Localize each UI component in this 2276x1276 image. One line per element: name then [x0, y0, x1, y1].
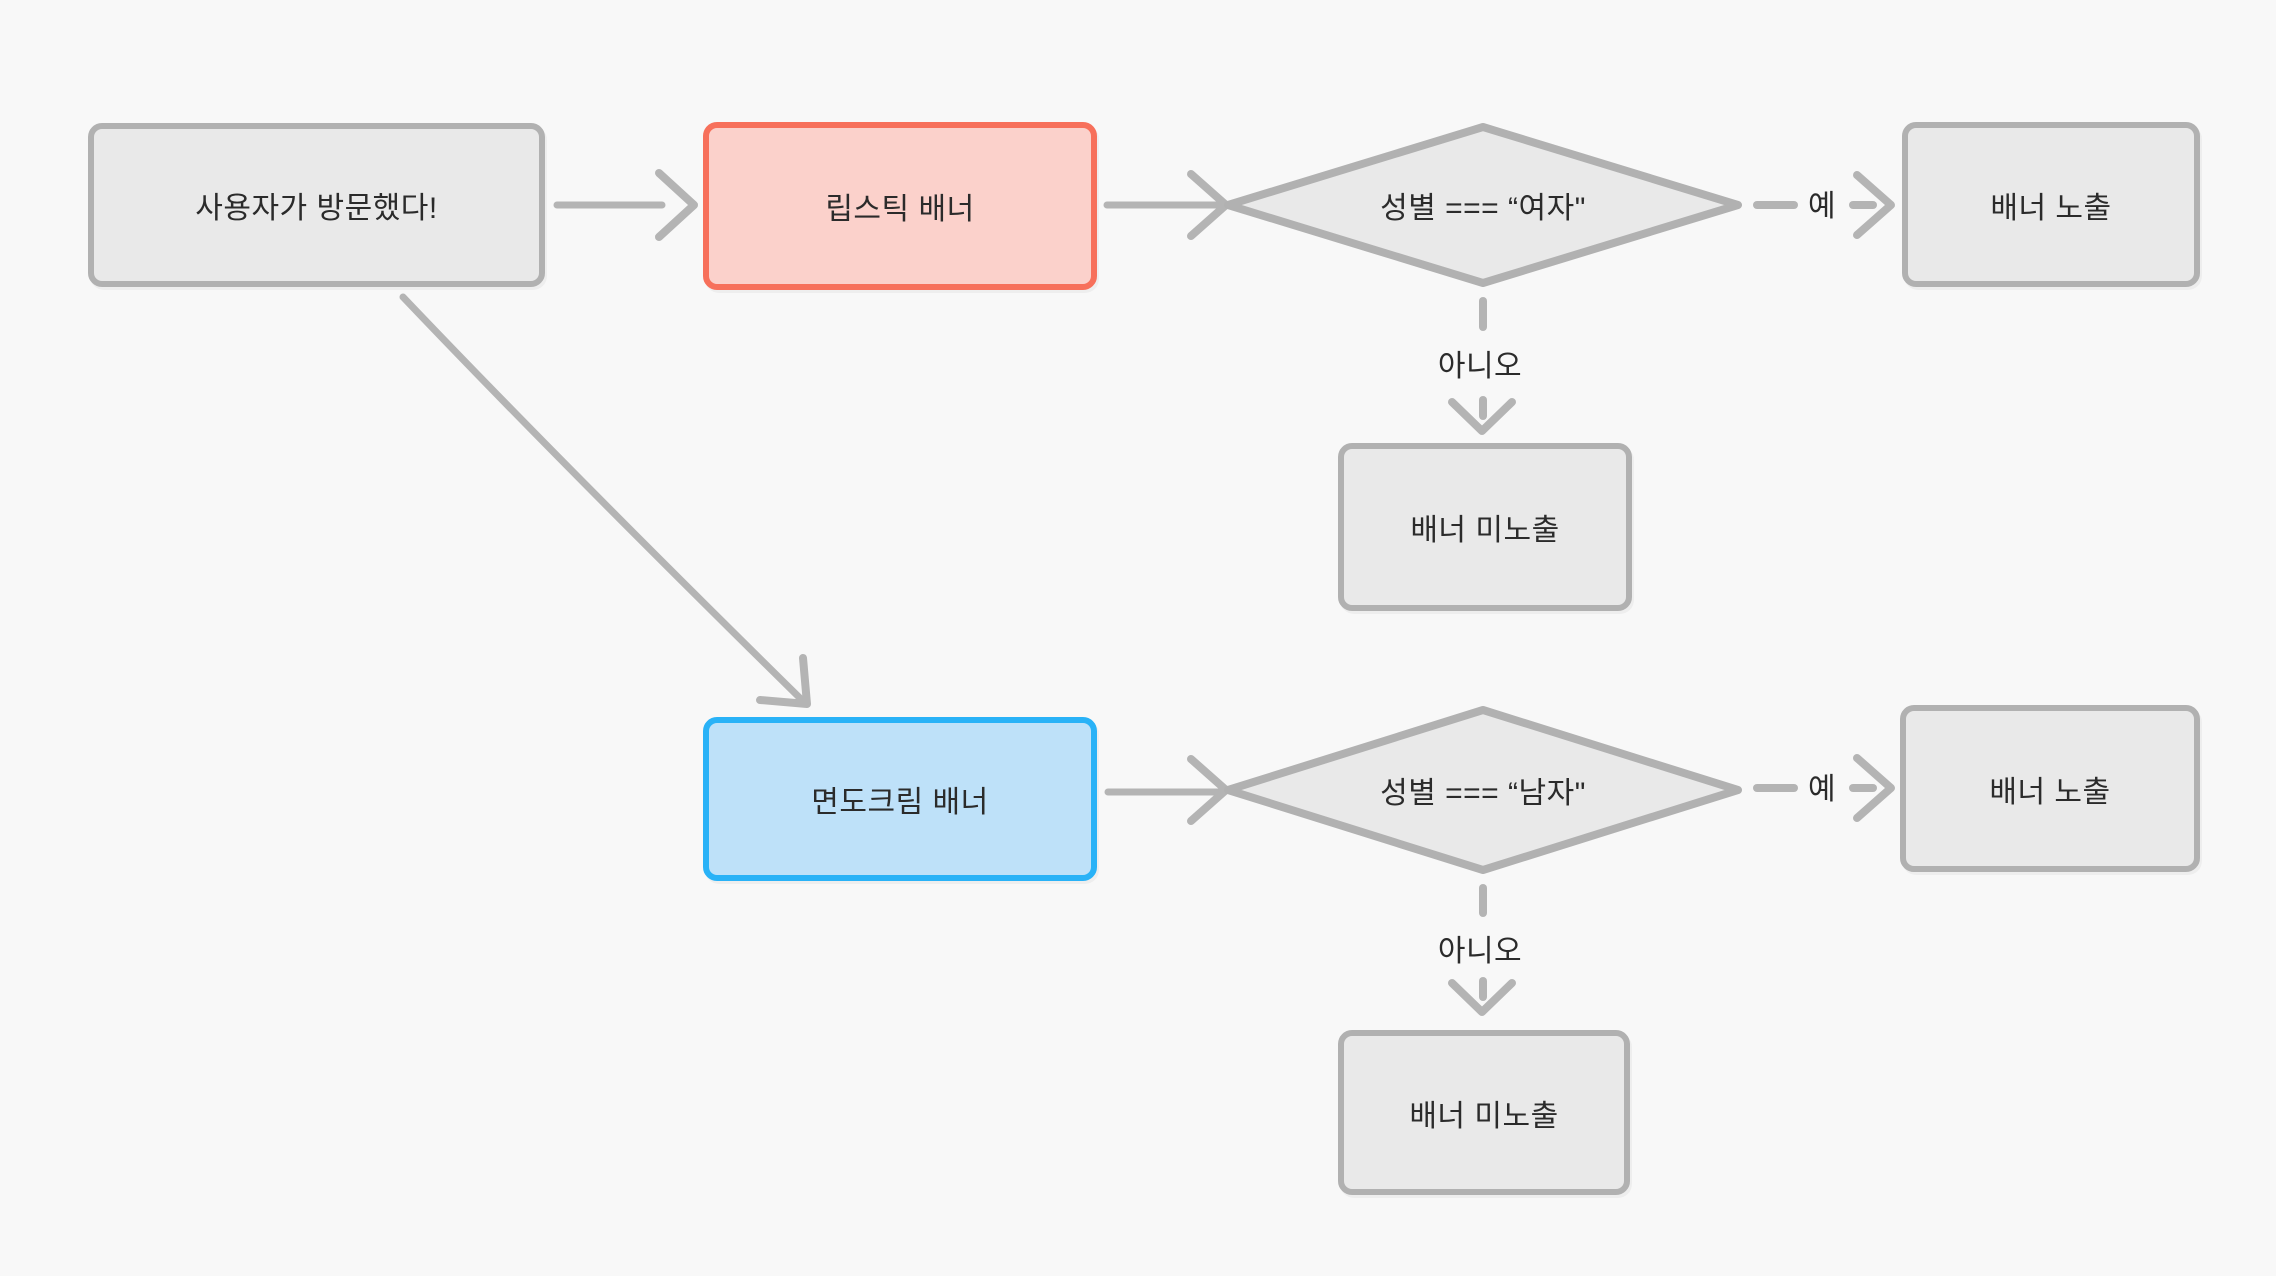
edge-label-yes-bottom: 예 [1807, 773, 1837, 806]
lipstick-banner-label: 립스틱 배너 [825, 193, 975, 226]
start-node[interactable]: 사용자가 방문했다! [88, 123, 545, 287]
arrowhead-no-top [1448, 398, 1516, 435]
edge-start-to-shaving [399, 293, 810, 708]
shaving-cream-banner-node[interactable]: 면도크림 배너 [703, 717, 1097, 881]
arrowhead-yes-bottom [1853, 754, 1895, 822]
edge-label-yes-top: 예 [1807, 190, 1837, 223]
gender-female-decision-label: 성별 === “여자" [1380, 192, 1586, 225]
start-node-label: 사용자가 방문했다! [195, 192, 438, 225]
lipstick-banner-node[interactable]: 립스틱 배너 [703, 122, 1097, 290]
banner-hide-node-top[interactable]: 배너 미노출 [1338, 443, 1632, 611]
gender-female-decision[interactable]: 성별 === “여자" [1221, 122, 1745, 288]
arrowhead-no-bottom [1448, 979, 1516, 1016]
edge-label-no-bottom: 아니오 [1437, 935, 1523, 968]
banner-hide-bottom-label: 배너 미노출 [1409, 1099, 1559, 1133]
arrowhead-yes-top [1853, 171, 1895, 239]
shaving-cream-banner-label: 면도크림 배너 [811, 786, 989, 819]
diamond-shape-female [1224, 123, 1742, 287]
gender-male-decision-label: 성별 === “남자" [1380, 777, 1586, 810]
banner-show-bottom-label: 배너 노출 [1989, 775, 2111, 809]
gender-male-decision[interactable]: 성별 === “남자" [1221, 705, 1745, 875]
banner-show-node-top[interactable]: 배너 노출 [1902, 122, 2200, 287]
banner-hide-top-label: 배너 미노출 [1410, 514, 1560, 547]
banner-show-top-label: 배너 노출 [1990, 191, 2112, 225]
arrowhead-start-to-lipstick [655, 169, 698, 241]
diamond-shape-male [1224, 706, 1742, 874]
banner-show-node-bottom[interactable]: 배너 노출 [1900, 705, 2200, 872]
banner-hide-node-bottom[interactable]: 배너 미노출 [1338, 1030, 1630, 1195]
arrowhead-start-to-shaving [756, 654, 811, 708]
edge-label-no-top: 아니오 [1437, 350, 1523, 383]
